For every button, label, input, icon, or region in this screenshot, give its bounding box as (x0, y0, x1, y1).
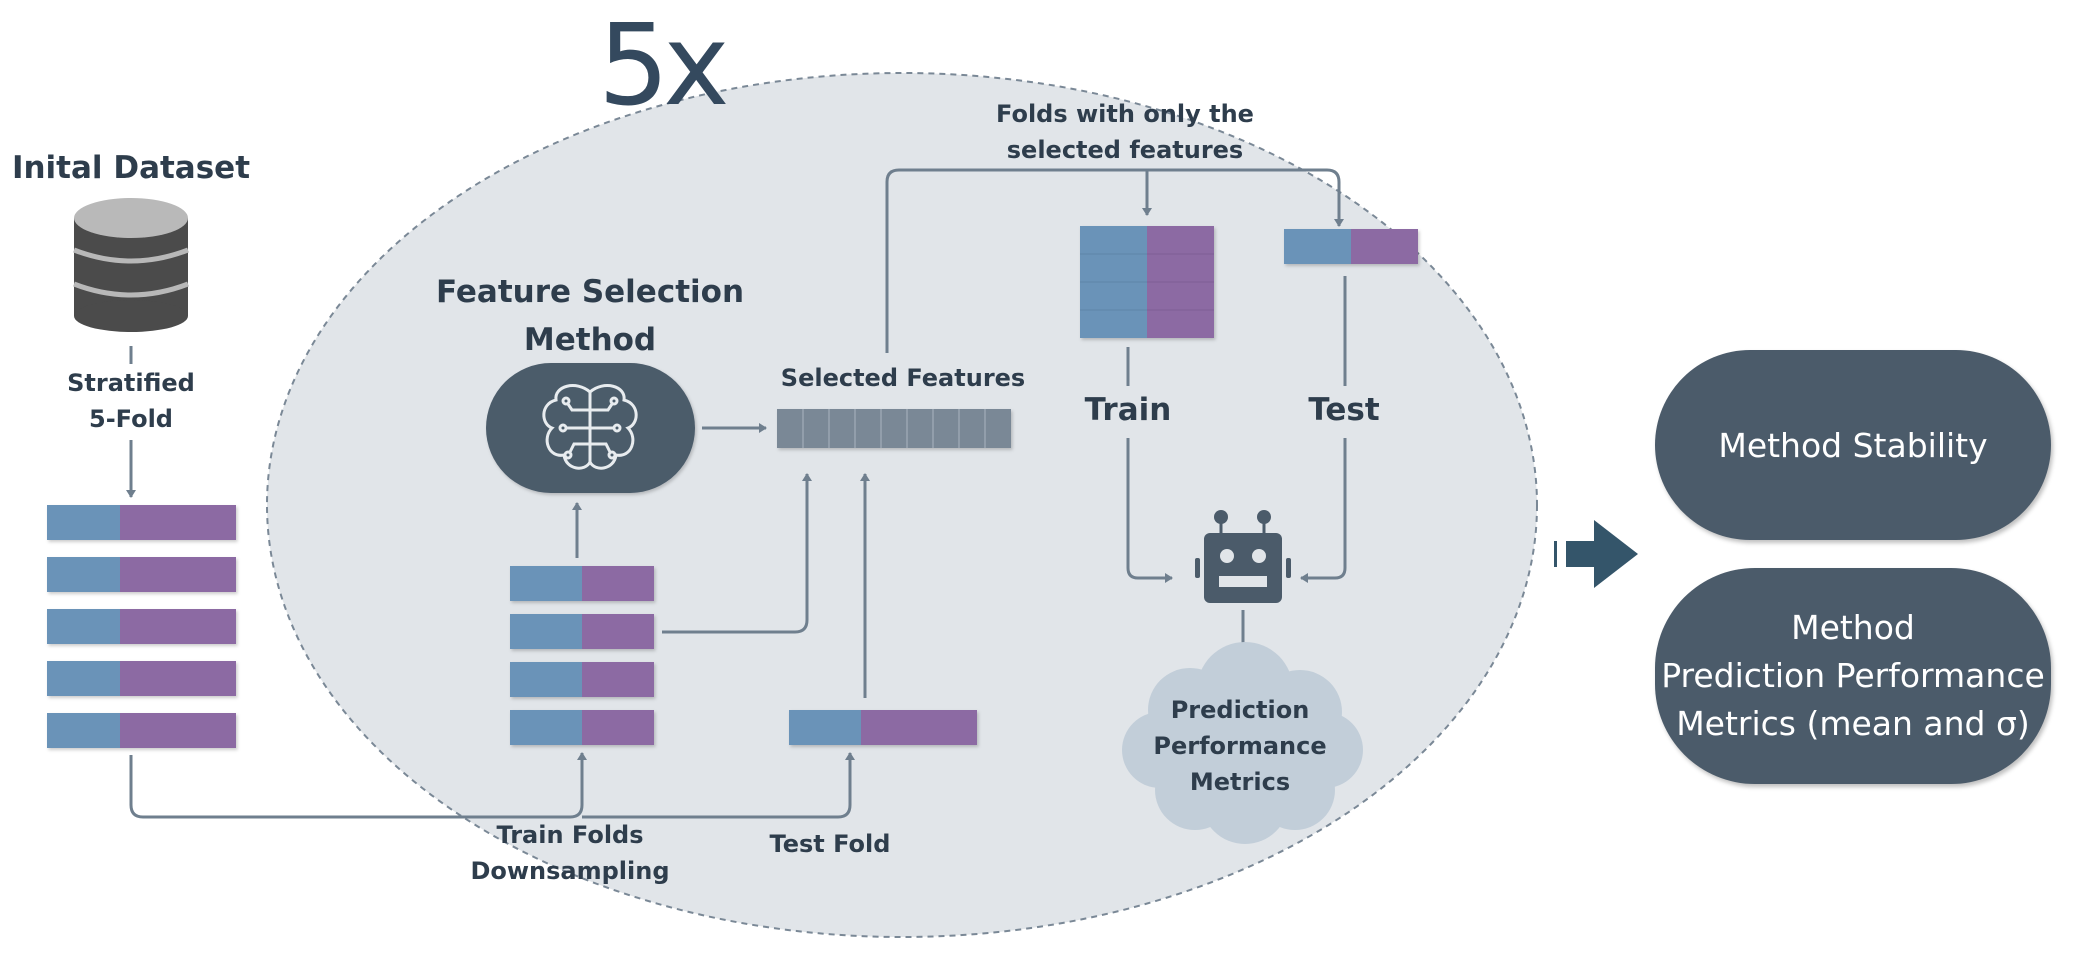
output-arrow-icon (1554, 520, 1638, 588)
method-stability-label: Method Stability (1718, 425, 1988, 465)
method-stability-pill: Method Stability (1655, 350, 2051, 540)
train-matrix (1080, 226, 1214, 338)
train-label: Train (1084, 392, 1172, 428)
folds-selected-label: Folds with only the selected features (996, 100, 1254, 164)
selected-features-label: Selected Features (780, 364, 1026, 392)
database-icon (73, 198, 189, 332)
brain-icon (542, 384, 638, 470)
prediction-performance-label: Method Prediction Performance Metrics (m… (1661, 608, 2045, 743)
dataset-title: Inital Dataset (11, 150, 251, 186)
dataset-folds (47, 505, 236, 748)
robot-icon (1195, 510, 1291, 603)
feature-selection-title: Feature Selection Method (435, 274, 745, 358)
test-label: Test (1308, 392, 1380, 428)
metrics-label: Prediction Performance Metrics (1153, 696, 1327, 796)
connector-lines (126, 168, 1347, 819)
repeat-count: 5x (598, 1, 730, 131)
metrics-cloud (1122, 642, 1363, 844)
train-folds-label: Train Folds Downsampling (470, 821, 670, 885)
prediction-performance-pill: Method Prediction Performance Metrics (m… (1655, 568, 2051, 784)
test-fold-label: Test Fold (769, 830, 891, 858)
test-fold (789, 710, 977, 745)
split-label: Stratified 5-Fold (67, 369, 195, 433)
train-folds (510, 566, 654, 745)
selected-features-bar (777, 409, 1011, 448)
test-row (1284, 229, 1418, 264)
